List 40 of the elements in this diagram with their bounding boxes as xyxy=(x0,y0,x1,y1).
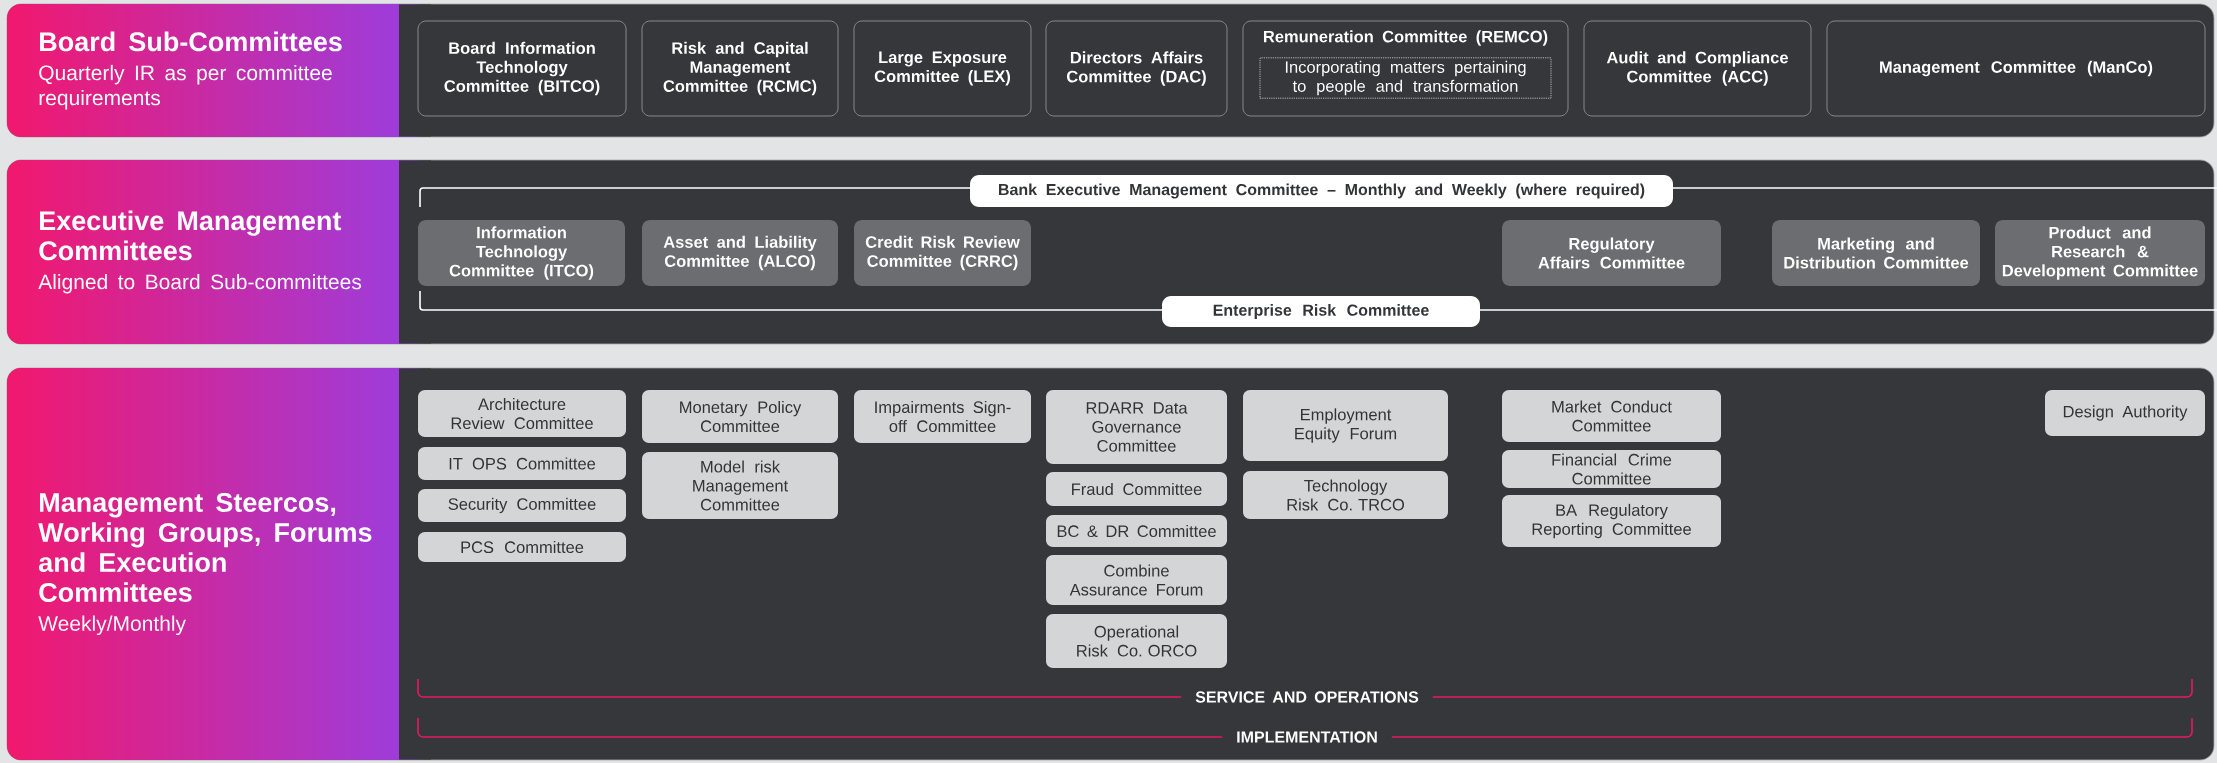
committee-box: Employment Equity Forum xyxy=(1243,390,1448,461)
committee-box: Directors Affairs Committee (DAC) xyxy=(1045,20,1228,117)
committee-box: Financial Crime Committee xyxy=(1502,450,1721,488)
committee-box: BA Regulatory Reporting Committee xyxy=(1502,495,1721,547)
committee-box: Information Technology Committee (ITCO) xyxy=(418,220,625,286)
committee-pill: Enterprise Risk Committee xyxy=(1162,296,1480,327)
committee-box: Audit and Compliance Committee (ACC) xyxy=(1583,20,1812,117)
committee-box: Combine Assurance Forum xyxy=(1046,555,1227,605)
committee-box: Credit Risk Review Committee (CRRC) xyxy=(854,220,1031,286)
committee-box: Impairments Sign-off Committee xyxy=(854,390,1031,443)
committee-box: Model risk Management Committee xyxy=(642,452,838,519)
bracket-label: IMPLEMENTATION xyxy=(1222,729,1392,745)
committee-box: BC & DR Committee xyxy=(1046,515,1227,547)
band-title: Board Sub-Committees xyxy=(40,31,342,52)
committee-box: Security Committee xyxy=(418,489,626,522)
band-subtitle: Weekly/Monthly xyxy=(38,615,186,636)
committee-box: Fraud Committee xyxy=(1046,472,1227,506)
band-subtitle: Aligned to Board Sub-committees xyxy=(38,273,362,294)
band-title: Management Steercos, Working Groups, Forums and Execution Committees xyxy=(38,492,372,602)
committee-box: Product and Research & Development Committee xyxy=(1995,220,2205,286)
committee-box: Architecture Review Committee xyxy=(418,390,626,437)
committee-box: Regulatory Affairs Committee xyxy=(1502,220,1721,286)
committee-box: RDARR Data Governance Committee xyxy=(1046,390,1227,464)
committee-box: PCS Committee xyxy=(418,532,626,562)
committee-box: Large Exposure Committee (LEX) xyxy=(853,20,1032,117)
committee-box: Operational Risk Co. ORCO xyxy=(1046,614,1227,668)
committee-box: Marketing and Distribution Committee xyxy=(1772,220,1980,286)
committee-box: Remuneration Committee (REMCO) Incorporating matters pertaining to people and transformation xyxy=(1242,20,1569,117)
committee-box: Monetary Policy Committee xyxy=(642,390,838,443)
committee-box: Asset and Liability Committee (ALCO) xyxy=(642,220,838,286)
committee-box: Technology Risk Co. TRCO xyxy=(1243,471,1448,519)
committee-pill: Bank Executive Management Committee – Monthly and Weekly (where required) xyxy=(970,175,1673,207)
committee-box: Design Authority xyxy=(2045,390,2205,436)
bracket-label: SERVICE AND OPERATIONS xyxy=(1181,689,1433,705)
committee-box: Management Committee (ManCo) xyxy=(1826,20,2206,117)
committee-box: IT OPS Committee xyxy=(418,447,626,480)
committee-box: Risk and Capital Management Committee (RCMC) xyxy=(641,20,839,117)
band-subtitle: Quarterly IR as per committee requirements xyxy=(39,64,332,110)
committee-box: Market Conduct Committee xyxy=(1502,390,1721,442)
band-title: Executive Management Committees xyxy=(39,210,342,261)
